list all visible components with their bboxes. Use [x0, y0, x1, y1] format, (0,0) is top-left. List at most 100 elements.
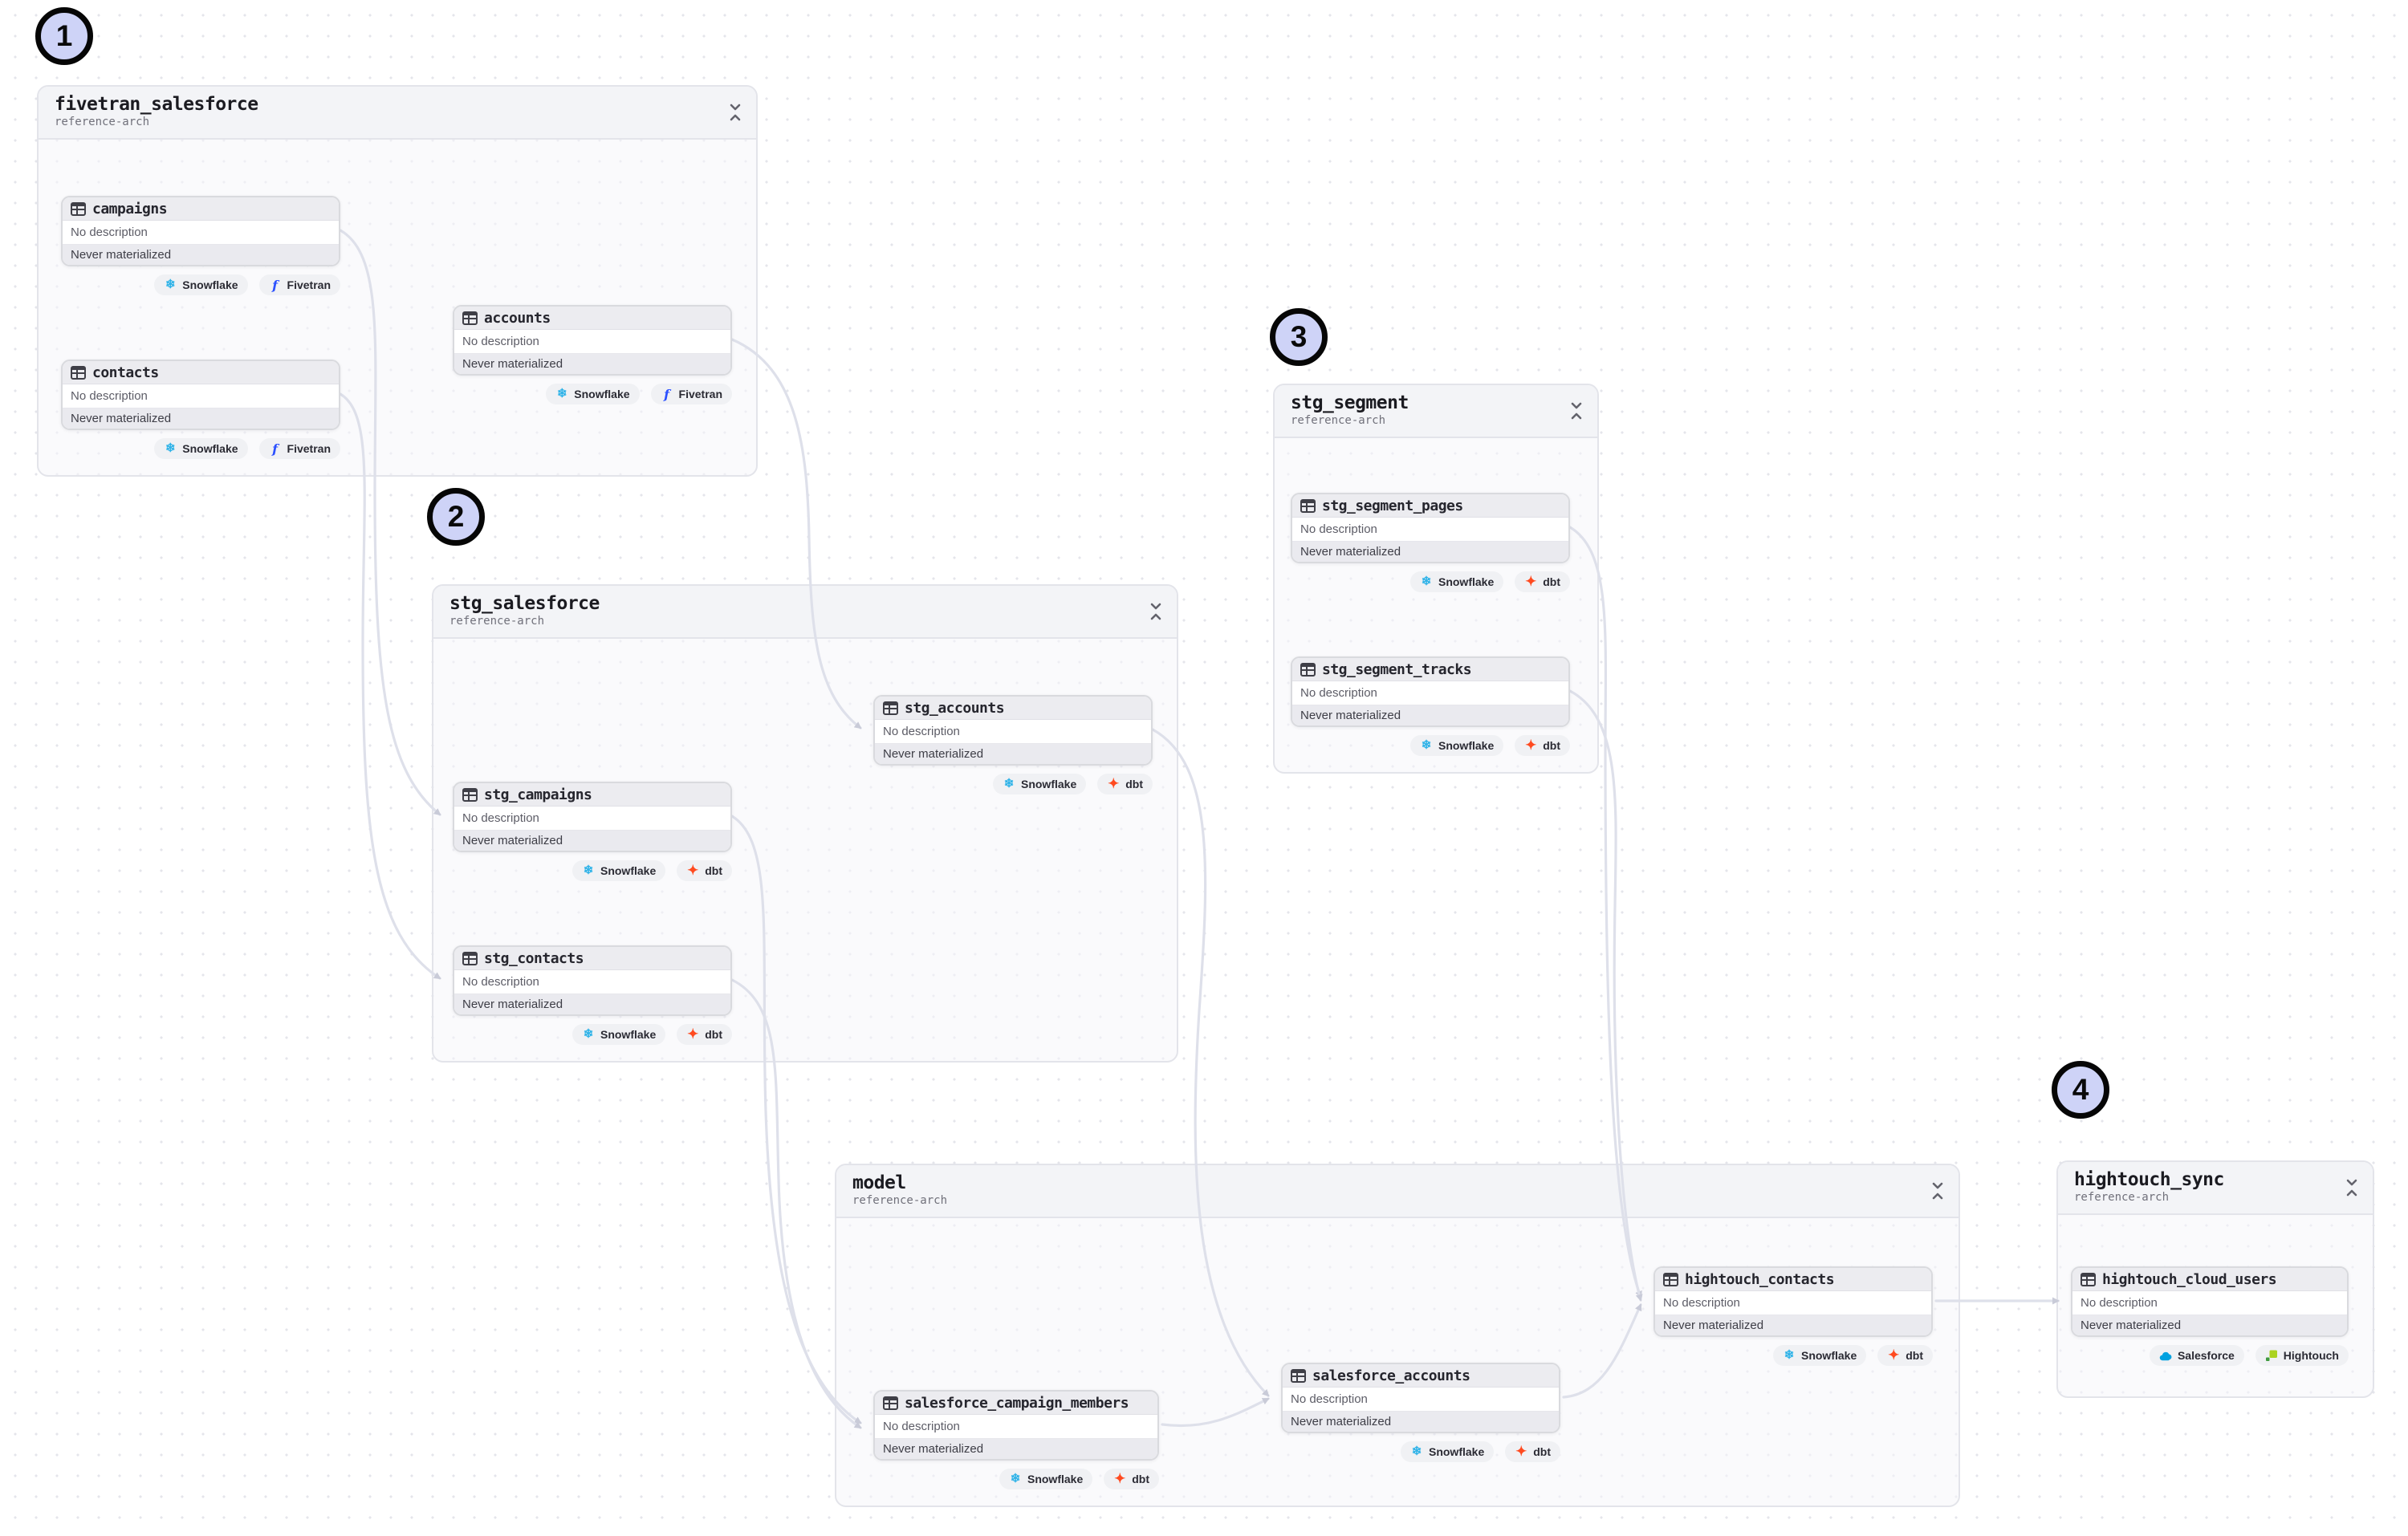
node-description: No description	[454, 970, 730, 994]
badge-snowflake: ❄Snowflake	[999, 1469, 1093, 1489]
node-hightouch_contacts[interactable]: hightouch_contacts No description Never …	[1653, 1266, 1933, 1337]
node-title: stg_contacts	[484, 949, 584, 967]
snowflake-icon: ❄	[583, 1027, 594, 1041]
badge-row: ❄Snowflake ✦dbt	[1653, 1345, 1933, 1366]
badge-dbt: ✦dbt	[1097, 774, 1153, 794]
table-icon	[462, 951, 478, 965]
table-icon	[883, 1396, 898, 1410]
table-icon	[2081, 1272, 2096, 1286]
badge-row: ❄Snowflake ✦dbt	[873, 774, 1153, 794]
node-header: stg_accounts	[875, 697, 1151, 720]
collapse-vertical-icon[interactable]	[2344, 1178, 2360, 1197]
node-header: accounts	[454, 307, 730, 330]
node-campaigns[interactable]: campaigns No description Never materiali…	[61, 196, 340, 266]
node-description: No description	[454, 807, 730, 831]
node-materialization: Never materialized	[2072, 1315, 2347, 1335]
node-accounts[interactable]: accounts No description Never materializ…	[453, 305, 732, 376]
node-title: stg_segment_tracks	[1322, 660, 1472, 678]
badge-dbt: ✦dbt	[677, 1024, 732, 1045]
hightouch-icon	[2265, 1349, 2278, 1362]
badge-row: ❄Snowflake ✦dbt	[1281, 1441, 1560, 1462]
collapse-vertical-icon[interactable]	[1568, 401, 1584, 421]
dbt-icon: ✦	[1525, 574, 1537, 589]
group-title: hightouch_sync	[2074, 1169, 2224, 1190]
node-contacts[interactable]: contacts No description Never materializ…	[61, 360, 340, 430]
group-header[interactable]: model reference-arch	[836, 1165, 1959, 1218]
badge-row: ❄Snowflake ✦dbt	[453, 860, 732, 881]
badge-hightouch: Hightouch	[2255, 1345, 2349, 1366]
group-header[interactable]: fivetran_salesforce reference-arch	[39, 87, 756, 140]
edge-stg_segment_pages-hightouch_contacts	[1568, 526, 1642, 1298]
group-title: stg_salesforce	[449, 593, 600, 614]
edge-accounts-stg_accounts	[730, 338, 862, 729]
dbt-icon: ✦	[1525, 738, 1537, 753]
group-header[interactable]: stg_salesforce reference-arch	[433, 586, 1177, 639]
node-materialization: Never materialized	[63, 408, 339, 429]
node-title: contacts	[92, 364, 159, 381]
annotation-step-4: 4	[2052, 1061, 2109, 1119]
table-icon	[1663, 1272, 1678, 1286]
dbt-icon: ✦	[1888, 1347, 1900, 1363]
salesforce-icon	[2159, 1349, 2172, 1362]
node-materialization: Never materialized	[454, 994, 730, 1014]
collapse-vertical-icon[interactable]	[1930, 1181, 1946, 1201]
badge-snowflake: ❄Snowflake	[1409, 571, 1504, 592]
group-header[interactable]: stg_segment reference-arch	[1275, 385, 1597, 438]
fivetran-icon: f	[664, 386, 669, 402]
table-icon	[462, 311, 478, 325]
node-materialization: Never materialized	[1292, 542, 1568, 562]
node-materialization: Never materialized	[875, 744, 1151, 764]
dbt-icon: ✦	[1114, 1471, 1126, 1486]
node-description: No description	[63, 384, 339, 408]
badge-snowflake: ❄Snowflake	[1400, 1441, 1495, 1462]
node-title: accounts	[484, 309, 551, 327]
snowflake-icon: ❄	[1411, 1445, 1422, 1458]
table-icon	[883, 701, 898, 715]
badge-dbt: ✦dbt	[1515, 571, 1570, 592]
node-salesforce_campaign_members[interactable]: salesforce_campaign_members No descripti…	[873, 1390, 1159, 1461]
node-stg_contacts[interactable]: stg_contacts No description Never materi…	[453, 945, 732, 1016]
badge-snowflake: ❄Snowflake	[546, 384, 640, 404]
dbt-icon: ✦	[1515, 1444, 1527, 1459]
node-header: stg_segment_tracks	[1292, 658, 1568, 681]
badge-row: ❄Snowflake ✦dbt	[1291, 571, 1570, 592]
node-hightouch_cloud_users[interactable]: hightouch_cloud_users No description Nev…	[2071, 1266, 2349, 1337]
node-header: campaigns	[63, 197, 339, 221]
badge-row: ❄Snowflake ✦dbt	[1291, 735, 1570, 756]
badge-row: Salesforce Hightouch	[2071, 1345, 2349, 1366]
badge-snowflake: ❄Snowflake	[1772, 1345, 1867, 1366]
table-icon	[71, 201, 86, 216]
table-icon	[462, 787, 478, 802]
annotation-step-1: 1	[35, 7, 93, 65]
node-header: contacts	[63, 361, 339, 384]
node-stg_campaigns[interactable]: stg_campaigns No description Never mater…	[453, 782, 732, 852]
node-materialization: Never materialized	[1292, 705, 1568, 725]
badge-snowflake: ❄Snowflake	[1409, 735, 1504, 756]
node-description: No description	[875, 1415, 1157, 1439]
badge-snowflake: ❄Snowflake	[571, 1024, 666, 1045]
node-description: No description	[1292, 681, 1568, 705]
node-salesforce_accounts[interactable]: salesforce_accounts No description Never…	[1281, 1363, 1560, 1433]
group-subtitle: reference-arch	[852, 1194, 948, 1207]
collapse-vertical-icon[interactable]	[727, 103, 743, 122]
node-materialization: Never materialized	[875, 1439, 1157, 1459]
node-stg_segment_tracks[interactable]: stg_segment_tracks No description Never …	[1291, 656, 1570, 727]
group-header[interactable]: hightouch_sync reference-arch	[2058, 1162, 2373, 1215]
node-materialization: Never materialized	[454, 354, 730, 374]
edge-salesforce_accounts-hightouch_contacts	[1562, 1303, 1642, 1399]
group-subtitle: reference-arch	[449, 615, 545, 628]
table-icon	[1291, 1368, 1306, 1383]
node-stg_accounts[interactable]: stg_accounts No description Never materi…	[873, 695, 1153, 766]
node-title: salesforce_campaign_members	[905, 1394, 1129, 1412]
badge-row: ❄Snowflake ✦dbt	[453, 1024, 732, 1045]
group-subtitle: reference-arch	[1291, 414, 1386, 427]
collapse-vertical-icon[interactable]	[1148, 602, 1164, 621]
badge-dbt: ✦dbt	[1877, 1345, 1933, 1366]
node-header: salesforce_accounts	[1283, 1364, 1559, 1388]
node-stg_segment_pages[interactable]: stg_segment_pages No description Never m…	[1291, 493, 1570, 563]
dbt-icon: ✦	[687, 863, 699, 878]
